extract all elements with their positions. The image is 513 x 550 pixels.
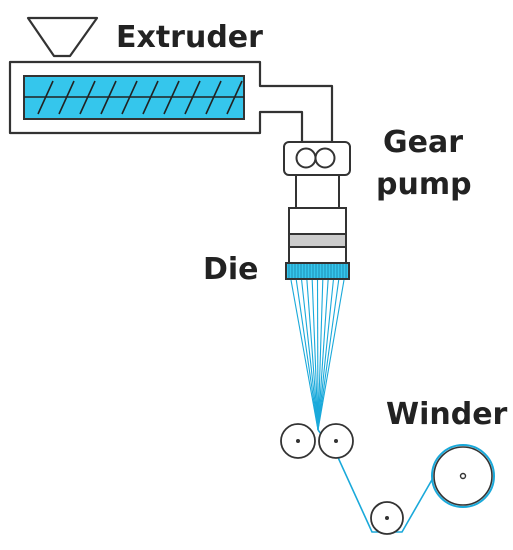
fiber-line xyxy=(301,279,319,431)
guide-roller-axle xyxy=(385,516,389,520)
godet-roller-right-axle xyxy=(334,439,338,443)
screw-flight xyxy=(184,80,201,115)
die-band xyxy=(288,233,347,248)
screw-flights xyxy=(37,80,243,115)
fiber-line xyxy=(295,279,319,431)
fiber-line xyxy=(311,279,319,431)
fiber-line xyxy=(317,279,324,431)
label-die: Die xyxy=(203,252,259,287)
screw-flight xyxy=(163,80,180,115)
fiber-line xyxy=(316,279,319,431)
fiber-bundle xyxy=(290,279,345,431)
label-gear-pump-line2: pump xyxy=(376,167,472,202)
gear-right xyxy=(314,147,336,169)
fiber-line xyxy=(306,279,319,431)
winder-axle xyxy=(459,472,467,480)
fiber-line xyxy=(290,279,319,431)
label-winder: Winder xyxy=(386,397,508,432)
screw-flight xyxy=(37,80,54,115)
fiber-line xyxy=(317,279,345,431)
label-extruder: Extruder xyxy=(116,20,263,55)
label-gear-pump-line1: Gear xyxy=(383,125,463,160)
pump-connector xyxy=(295,174,340,209)
winder-bobbin-inner xyxy=(433,446,493,506)
screw-flight xyxy=(226,80,243,115)
gear-left xyxy=(295,147,317,169)
screw-flight xyxy=(142,80,159,115)
screw-flight xyxy=(79,80,96,115)
fiber-line xyxy=(317,279,340,431)
spinneret xyxy=(285,262,350,280)
fiber-line xyxy=(317,279,334,431)
screw-flight xyxy=(100,80,117,115)
screw-flight xyxy=(121,80,138,115)
hopper xyxy=(26,16,99,58)
godet-roller-left-axle xyxy=(296,439,300,443)
spinneret-holes xyxy=(288,264,347,278)
winder-bobbin-outer xyxy=(431,444,495,508)
fiber-line xyxy=(317,279,329,431)
screw-flight xyxy=(205,80,222,115)
screw-flight xyxy=(58,80,75,115)
